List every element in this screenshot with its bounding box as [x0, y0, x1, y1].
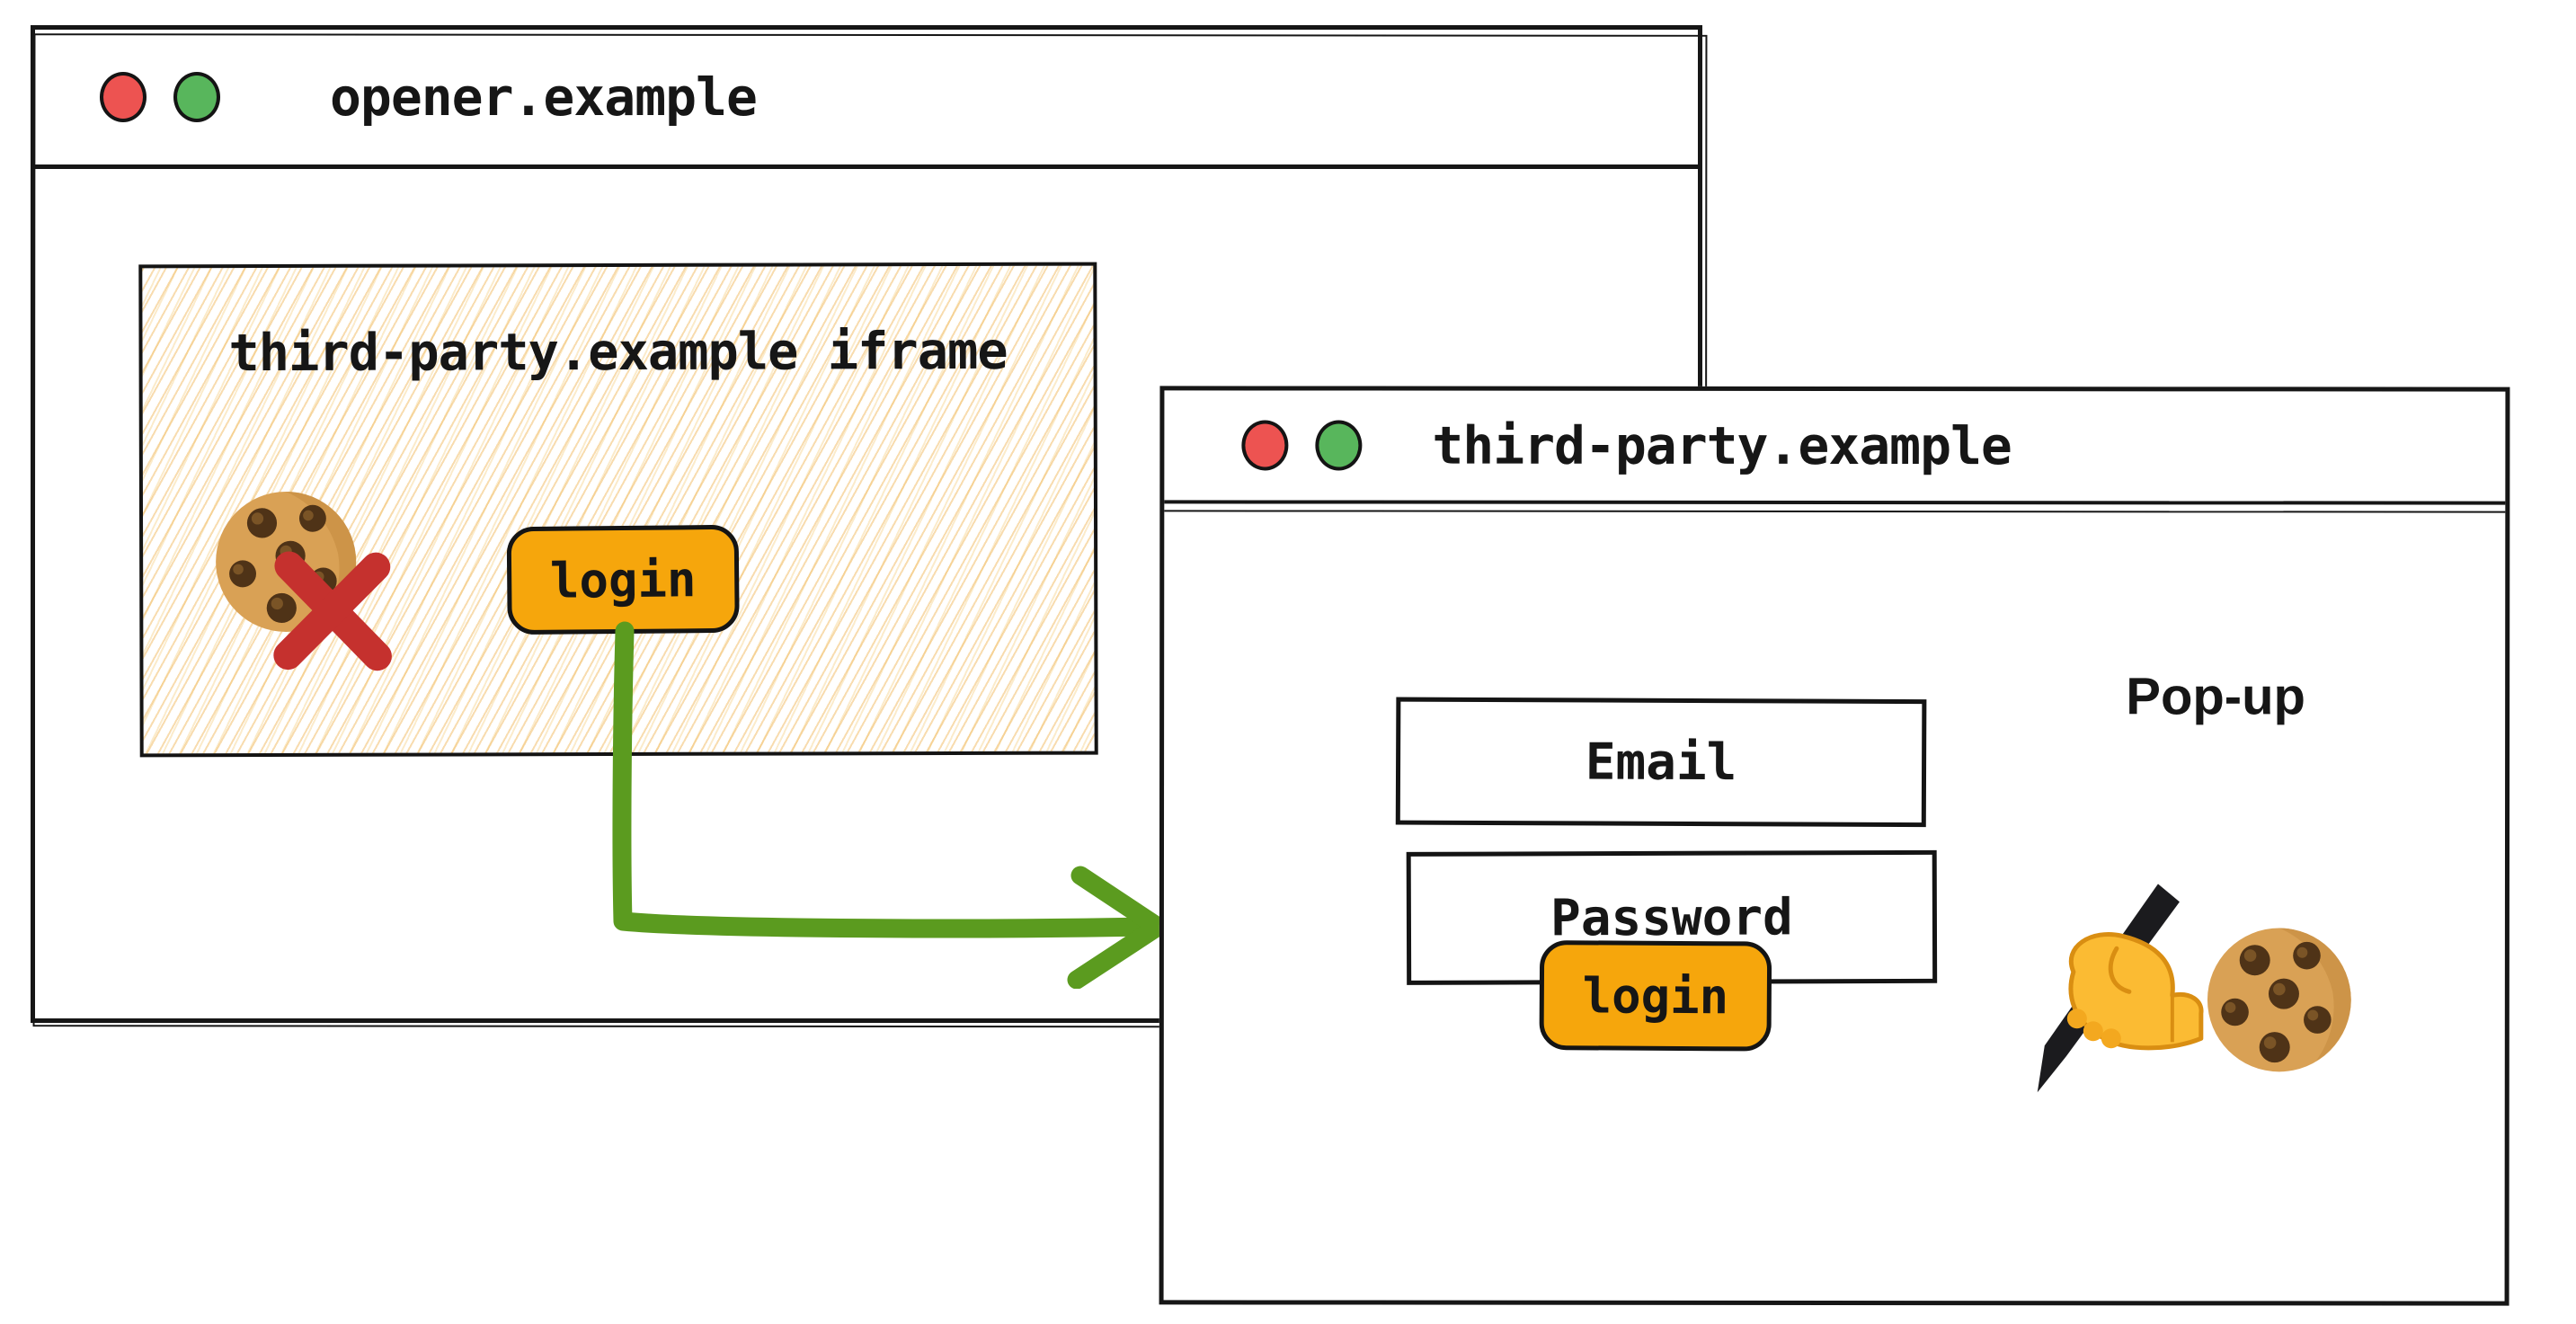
opener-titlebar: opener.example: [35, 30, 1698, 169]
popup-login-button[interactable]: login: [1539, 940, 1772, 1052]
popup-titlebar: third-party.example: [1164, 390, 2506, 505]
opener-window-title: opener.example: [330, 67, 758, 128]
close-dot-icon: [100, 72, 147, 122]
titlebar-divider: [1164, 503, 2506, 513]
minimize-dot-icon: [1315, 420, 1363, 471]
email-input[interactable]: Email: [1395, 697, 1927, 828]
minimize-dot-icon: [173, 72, 220, 122]
popup-annotation: Pop-up: [2126, 667, 2306, 726]
cookie-icon: [216, 491, 357, 632]
iframe-login-button[interactable]: login: [506, 524, 740, 635]
popup-window: third-party.example Pop-up Email Passwor…: [1159, 386, 2510, 1306]
cookie-icon: [2207, 928, 2351, 1072]
writing-hand-icon: [2037, 884, 2204, 1093]
third-party-iframe: third-party.example iframe login: [138, 262, 1098, 758]
iframe-label: third-party.example iframe: [228, 321, 1008, 384]
close-dot-icon: [1241, 420, 1289, 471]
popup-window-title: third-party.example: [1432, 414, 2012, 477]
blocked-cross-icon: [273, 551, 392, 671]
